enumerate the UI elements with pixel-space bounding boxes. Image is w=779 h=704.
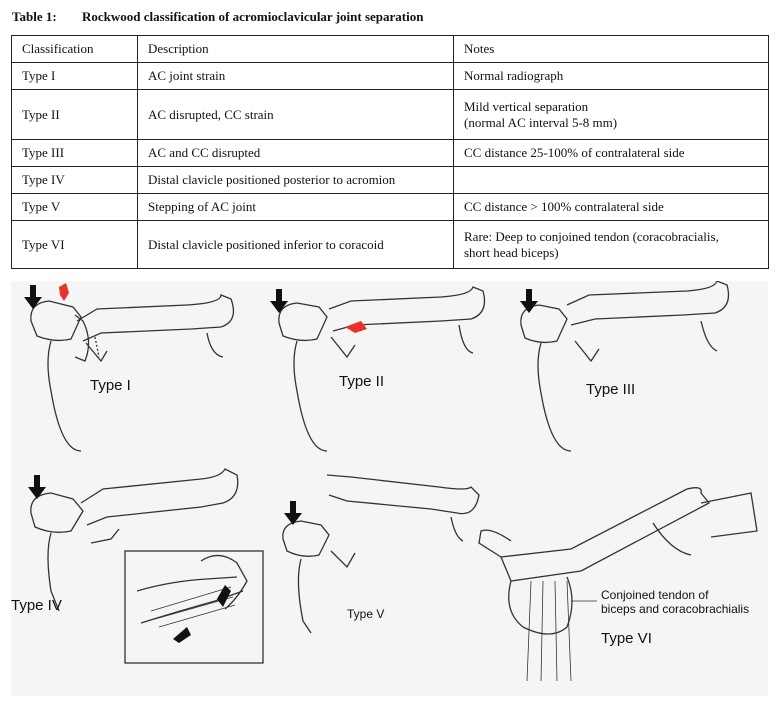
rockwood-illustration: Type I Type II Type III Type IV Type V T… [11, 281, 768, 696]
panel-type-4 [30, 468, 264, 664]
down-arrow-icon [173, 627, 191, 643]
note-line: CC distance > 100% contralateral side [464, 199, 664, 214]
down-arrow-icon [520, 289, 538, 313]
table-title: Rockwood classification of acromioclavic… [82, 9, 424, 24]
table-caption: Table 1: Rockwood classification of acrom… [12, 9, 423, 25]
cell-description: AC and CC disrupted [137, 139, 454, 167]
note-line: CC distance 25-100% of contralateral sid… [464, 145, 685, 160]
cell-classification: Type III [11, 139, 138, 167]
label-type-3: Type III [586, 381, 636, 398]
red-tear-icon [345, 321, 367, 333]
panel-type-2 [278, 286, 486, 452]
note-line: Rare: Deep to conjoined tendon (coracobr… [464, 228, 719, 244]
cell-description: Distal clavicle positioned inferior to c… [137, 220, 454, 269]
note-line: (normal AC interval 5-8 mm) [464, 114, 618, 130]
cell-notes: Mild vertical separation(normal AC inter… [453, 89, 769, 140]
down-arrow-icon [270, 289, 288, 313]
down-arrow-icon [24, 285, 42, 309]
panel-type-6 [478, 487, 758, 682]
red-tear-icon [59, 283, 69, 301]
header-classification: Classification [11, 35, 138, 63]
cell-classification: Type V [11, 193, 138, 221]
cell-classification: Type I [11, 62, 138, 90]
cell-notes: Normal radiograph [453, 62, 769, 90]
label-type-1: Type I [90, 377, 131, 394]
table-header-row: Classification Description Notes [11, 35, 769, 63]
cell-notes: CC distance > 100% contralateral side [453, 193, 769, 221]
cell-description: AC disrupted, CC strain [137, 89, 454, 140]
label-type-4: Type IV [11, 597, 62, 614]
cell-classification: Type VI [11, 220, 138, 269]
cell-description: AC joint strain [137, 62, 454, 90]
tendon-line-2: biceps and coracobrachialis [601, 602, 750, 616]
table-row: Type IV Distal clavicle positioned poste… [11, 166, 769, 194]
cell-classification: Type IV [11, 166, 138, 194]
panel-type-5 [282, 474, 480, 634]
table-row: Type III AC and CC disrupted CC distance… [11, 139, 769, 167]
tendon-annotation: Conjoined tendon of biceps and coracobra… [601, 588, 749, 616]
cell-notes: CC distance 25-100% of contralateral sid… [453, 139, 769, 167]
tendon-line-1: Conjoined tendon of [601, 588, 709, 602]
cell-notes: Rare: Deep to conjoined tendon (coracobr… [453, 220, 769, 269]
table-number: Table 1: [12, 9, 57, 24]
cell-classification: Type II [11, 89, 138, 140]
cell-notes [453, 166, 769, 194]
table-row: Type II AC disrupted, CC strain Mild ver… [11, 89, 769, 140]
label-type-6: Type VI [601, 630, 652, 647]
note-line: Normal radiograph [464, 68, 564, 83]
cell-description: Distal clavicle positioned posterior to … [137, 166, 454, 194]
label-type-5: Type V [347, 607, 385, 621]
table-row: Type V Stepping of AC joint CC distance … [11, 193, 769, 221]
down-arrow-icon [28, 475, 46, 499]
panel-type-1 [30, 294, 235, 452]
header-notes: Notes [453, 35, 769, 63]
rockwood-table: Classification Description Notes Type I … [11, 35, 769, 269]
note-line: short head biceps) [464, 244, 559, 260]
label-type-2: Type II [339, 373, 385, 390]
illustration-drawing [24, 281, 758, 682]
cell-description: Stepping of AC joint [137, 193, 454, 221]
table-row: Type VI Distal clavicle positioned infer… [11, 220, 769, 269]
down-arrow-icon [217, 585, 231, 607]
header-description: Description [137, 35, 454, 63]
note-line: Mild vertical separation [464, 98, 589, 114]
panel-type-3 [520, 281, 730, 452]
table-row: Type I AC joint strain Normal radiograph [11, 62, 769, 90]
